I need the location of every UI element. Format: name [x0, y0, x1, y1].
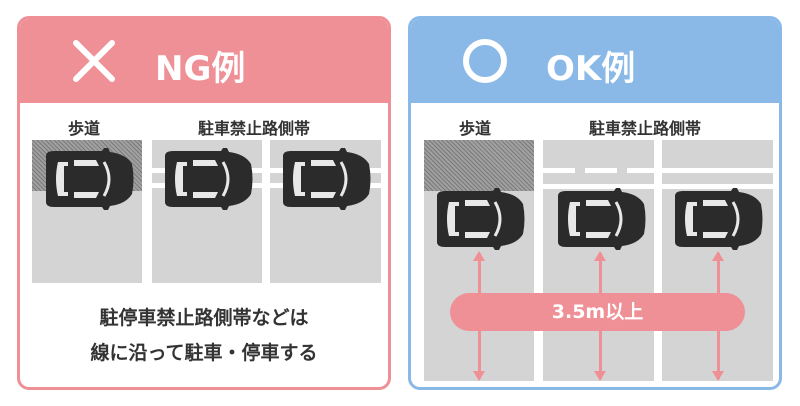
- dashed-line: [543, 168, 575, 173]
- cross-icon: [73, 40, 115, 82]
- ok-header: OK例: [411, 19, 779, 103]
- car-icon: [159, 148, 255, 210]
- car-icon: [40, 148, 136, 210]
- sidewalk-label: 歩道: [68, 119, 101, 138]
- ng-header: NG例: [20, 19, 388, 103]
- width-label: 3.5m以上: [450, 293, 745, 331]
- ng-note-line1: 駐停車禁止路側帯などは: [99, 307, 309, 329]
- ng-note-line2: 線に沿って駐車・停車する: [90, 342, 318, 364]
- strip-line: [543, 184, 654, 189]
- car-icon: [431, 188, 527, 250]
- ng-example-panel: NG例 歩道 駐車禁止路側帯 駐停車禁止路側帯などは 線に沿って駐車・停車する: [17, 16, 391, 390]
- sidewalk-hatch: [424, 140, 534, 191]
- ng-title: NG例: [155, 49, 246, 89]
- strip-line: [662, 184, 773, 189]
- dashed-line: [585, 168, 617, 173]
- car-icon: [669, 188, 765, 250]
- dashed-line: [627, 168, 654, 173]
- sidewalk-label: 歩道: [459, 119, 492, 138]
- ok-title: OK例: [546, 49, 636, 89]
- car-icon: [552, 188, 648, 250]
- strip-line: [662, 168, 773, 173]
- no-parking-strip-label: 駐車禁止路側帯: [589, 119, 702, 138]
- ok-example-panel: OK例 歩道 駐車禁止路側帯 3.5m以上: [408, 16, 782, 390]
- no-parking-strip-label: 駐車禁止路側帯: [198, 119, 311, 138]
- circle-icon: [463, 39, 507, 83]
- car-icon: [277, 148, 373, 210]
